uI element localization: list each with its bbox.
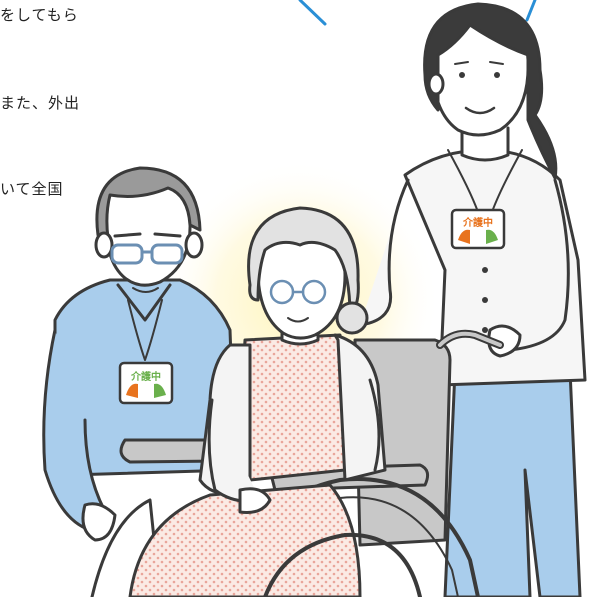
older-man-badge: 介護中 [118, 361, 174, 405]
older-man-figure [42, 166, 237, 542]
accent-line-right [525, 0, 537, 22]
older-man-badge-label: 介護中 [130, 370, 161, 383]
patient-figure [128, 206, 387, 597]
caregiver-figure [358, 2, 587, 597]
body-text-line-1: をしてもら [0, 6, 79, 24]
body-text-line-3: いて全国 [0, 180, 64, 198]
body-text-line-2: また、外出 [0, 94, 81, 112]
caregiver-badge: 介護中 [450, 208, 506, 250]
wheelchair-front [263, 532, 422, 597]
accent-line-left [298, 0, 327, 26]
caregiver-badge-label: 介護中 [462, 216, 493, 229]
